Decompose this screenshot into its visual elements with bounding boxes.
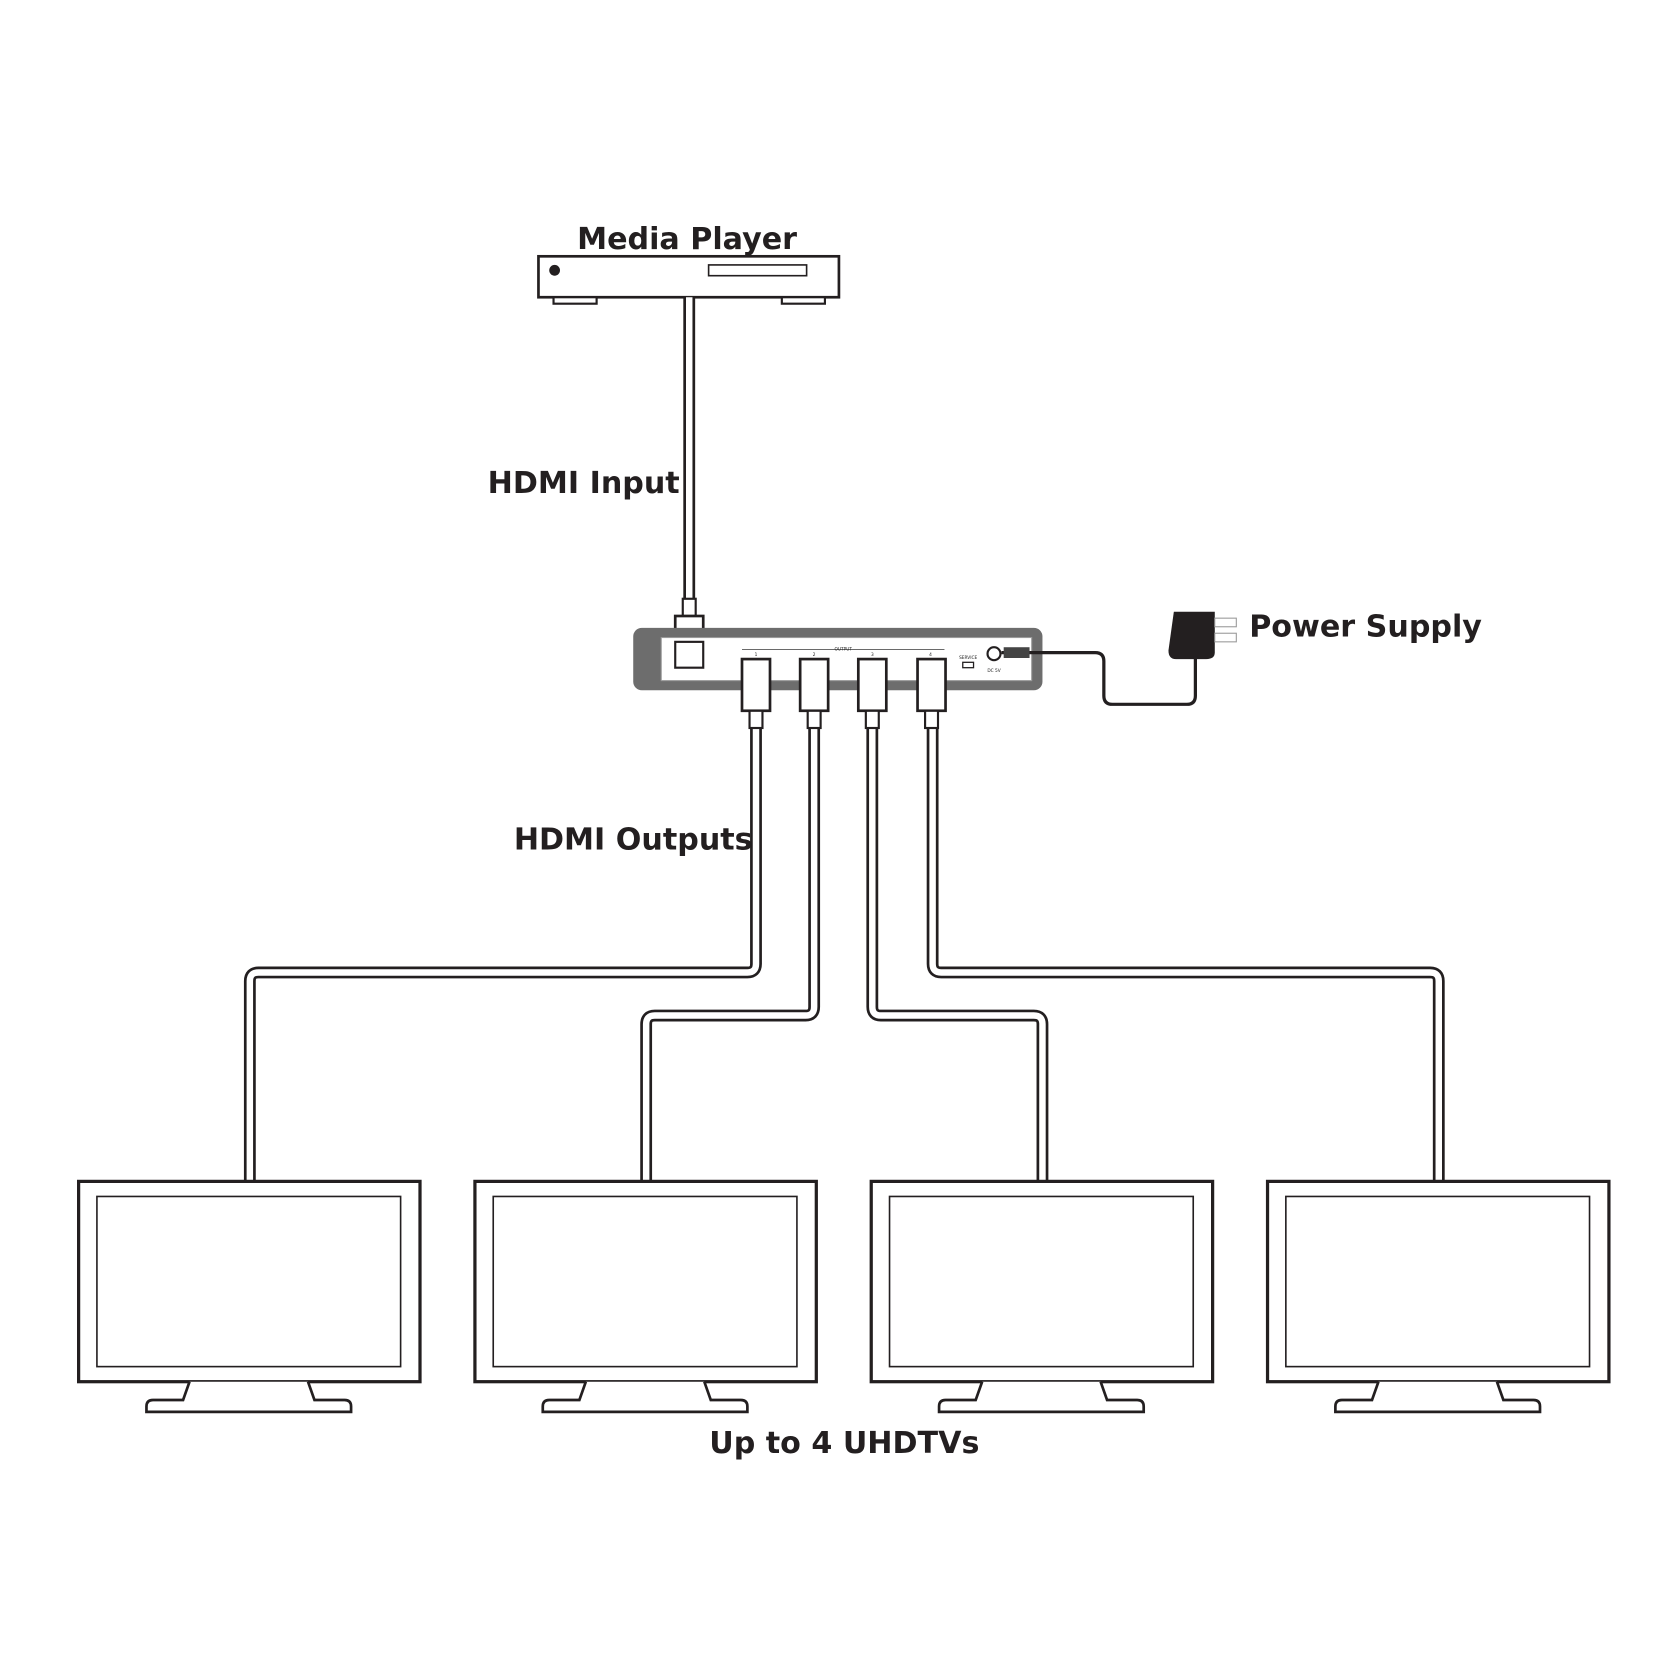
media-player-label: Media Player xyxy=(577,222,797,257)
tv-icon xyxy=(1265,1179,1611,1414)
tv-icon xyxy=(473,1179,818,1414)
tvs-label: Up to 4 UHDTVs xyxy=(709,1426,979,1461)
hdmi-splitter-icon: OUTPUT 1 2 3 4 SERVICE DC 5V xyxy=(633,627,1043,691)
port-2-label: 2 xyxy=(813,652,816,658)
port-4-label: 4 xyxy=(929,652,932,658)
dc-label: DC 5V xyxy=(987,668,1000,674)
tv-icon xyxy=(77,1179,422,1414)
hdmi-input-label: HDMI Input xyxy=(488,466,680,501)
power-supply-icon xyxy=(1001,611,1237,706)
hdmi-outputs-label: HDMI Outputs xyxy=(514,823,753,858)
port-3-label: 3 xyxy=(871,652,874,658)
tv-icon xyxy=(869,1179,1215,1414)
hdmi-output-connectors xyxy=(740,657,947,730)
port-1-label: 1 xyxy=(755,652,758,658)
service-label: SERVICE xyxy=(959,655,977,661)
output-label: OUTPUT xyxy=(834,646,852,652)
tv-icons xyxy=(77,1179,1611,1414)
hdmi-output-cables xyxy=(243,710,1445,1182)
power-supply-label: Power Supply xyxy=(1249,609,1482,644)
media-player-icon xyxy=(537,254,841,305)
